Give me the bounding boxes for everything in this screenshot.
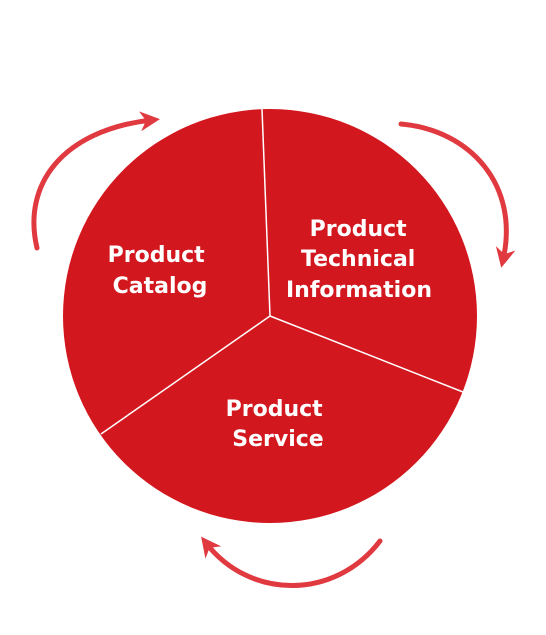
segment-label-technical-line: Product: [310, 217, 408, 242]
segment-label-catalog: Product Catalog: [108, 243, 213, 299]
divider-top: [261, 108, 271, 317]
cycle-arrow-right: [398, 121, 516, 268]
segment-label-technical-line: Technical: [301, 247, 415, 272]
segment-label-catalog-line: Product: [108, 243, 206, 268]
segment-label-technical: Product Technical Information: [286, 217, 432, 303]
cycle-arrow-top-left: [31, 111, 160, 251]
segment-label-catalog-line: Catalog: [113, 274, 208, 299]
segment-label-service-line: Service: [232, 427, 323, 452]
cycle-arrow-bottom: [201, 536, 383, 588]
segment-label-service: Product Service: [226, 397, 331, 452]
segment-label-service-line: Product: [226, 397, 324, 422]
divider-right: [269, 315, 464, 393]
divider-left: [100, 315, 271, 435]
segment-label-technical-line: Information: [286, 278, 432, 303]
